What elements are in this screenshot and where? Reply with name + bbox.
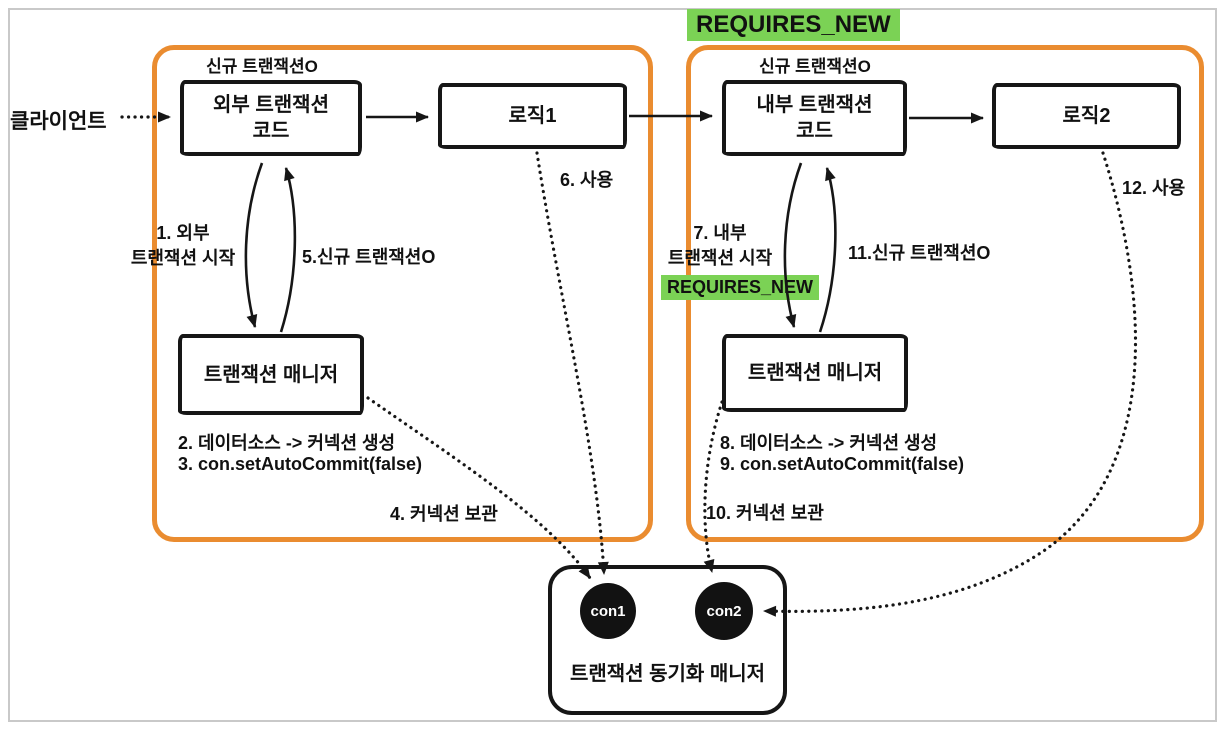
transaction-manager-right-box: 트랜잭션 매니저 — [722, 334, 908, 412]
step11-label: 11.신규 트랜잭션O — [848, 243, 991, 263]
logic1-label: 로직1 — [508, 105, 557, 127]
transaction-manager-right-label: 트랜잭션 매니저 — [747, 362, 883, 384]
step3-label: 3. con.setAutoCommit(false) — [178, 454, 423, 474]
step1-line1: 1. 외부 — [156, 223, 210, 243]
logic2-box: 로직2 — [992, 83, 1181, 149]
connection2-circle: con2 — [695, 582, 753, 640]
step7-line2: 트랜잭션 시작 — [667, 248, 773, 268]
connection1-label: con1 — [590, 602, 626, 620]
transaction-sync-manager-box — [548, 565, 787, 715]
step7-label: 7. 내부 트랜잭션 시작 — [657, 221, 783, 271]
logic2-label: 로직2 — [1062, 105, 1111, 127]
outer-transaction-code-line2: 코드 — [252, 120, 290, 142]
outer-frame — [8, 8, 1217, 722]
step10-label: 10. 커넥션 보관 — [706, 503, 824, 523]
requires-new-title-badge: REQUIRES_NEW — [687, 9, 900, 41]
transaction-sync-manager-label: 트랜잭션 동기화 매니저 — [569, 663, 766, 685]
transaction-manager-left-label: 트랜잭션 매니저 — [203, 363, 339, 386]
client-label: 클라이언트 — [10, 110, 107, 133]
inner-transaction-code-line1: 내부 트랜잭션 — [756, 94, 873, 116]
requires-new-inner-badge: REQUIRES_NEW — [661, 275, 820, 300]
connection2-label: con2 — [706, 602, 742, 620]
connection1-circle: con1 — [580, 583, 636, 639]
outer-transaction-code-line1: 외부 트랜잭션 — [213, 94, 329, 116]
step4-label: 4. 커넥션 보관 — [390, 504, 498, 524]
step9-label: 9. con.setAutoCommit(false) — [720, 454, 965, 474]
step6-label: 6. 사용 — [560, 170, 614, 190]
step8-label: 8. 데이터소스 -> 커넥션 생성 — [720, 433, 938, 453]
step1-label: 1. 외부 트랜잭션 시작 — [120, 221, 246, 271]
logic1-box: 로직1 — [438, 83, 627, 149]
step2-label: 2. 데이터소스 -> 커넥션 생성 — [178, 433, 396, 453]
left-group-title: 신규 트랜잭션O — [206, 57, 318, 76]
outer-transaction-code-box: 외부 트랜잭션 코드 — [180, 80, 362, 156]
inner-transaction-code-line2: 코드 — [796, 120, 833, 142]
step1-line2: 트랜잭션 시작 — [130, 248, 236, 268]
inner-transaction-code-box: 내부 트랜잭션 코드 — [722, 80, 907, 156]
step7-line1: 7. 내부 — [693, 223, 747, 243]
step12-label: 12. 사용 — [1122, 178, 1186, 198]
right-group-title: 신규 트랜잭션O — [759, 57, 871, 76]
step5-label: 5.신규 트랜잭션O — [302, 247, 436, 267]
transaction-manager-left-box: 트랜잭션 매니저 — [178, 334, 364, 415]
